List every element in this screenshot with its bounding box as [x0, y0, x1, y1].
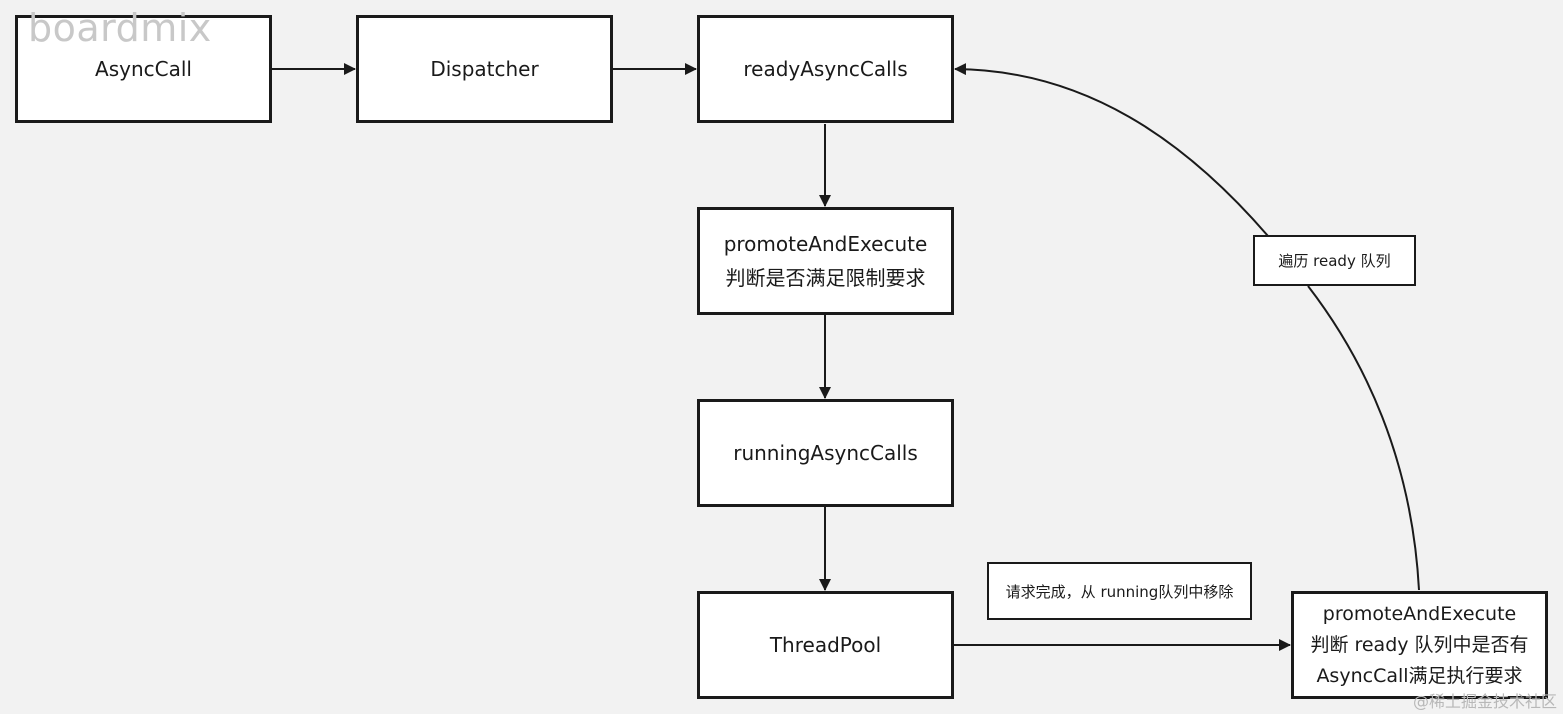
node-ready-async-calls-text: readyAsyncCalls	[743, 57, 908, 81]
node-running-async-calls-text: runningAsyncCalls	[733, 441, 918, 465]
edge-label-traverse-ready-text: 遍历 ready 队列	[1278, 252, 1391, 270]
node-thread-pool-text: ThreadPool	[769, 633, 882, 657]
node-promote-check-line-2: 判断是否满足限制要求	[725, 266, 926, 290]
node-dispatcher-text: Dispatcher	[430, 57, 539, 81]
edge-label-request-done-text: 请求完成，从 running队列中移除	[1005, 582, 1234, 601]
node-promote-ready-line-3: AsyncCall满足执行要求	[1316, 664, 1523, 687]
edge-label-request-done: 请求完成，从 running队列中移除	[987, 562, 1252, 620]
node-promote-check: promoteAndExecute 判断是否满足限制要求	[697, 207, 954, 315]
edge-promote-ready-to-ready-curve-lower	[1307, 285, 1420, 591]
node-async-call: AsyncCall	[15, 15, 272, 123]
watermark-boardmix: boardmix	[28, 6, 212, 50]
edge-label-traverse-ready: 遍历 ready 队列	[1253, 235, 1416, 286]
node-thread-pool: ThreadPool	[697, 591, 954, 699]
watermark-juejin: @稀土掘金技术社区	[1412, 692, 1557, 711]
node-promote-ready-line-1: promoteAndExecute	[1322, 602, 1517, 625]
node-running-async-calls: runningAsyncCalls	[697, 399, 954, 507]
node-ready-async-calls: readyAsyncCalls	[697, 15, 954, 123]
node-promote-check-line-1: promoteAndExecute	[723, 232, 928, 256]
node-promote-ready-line-2: 判断 ready 队列中是否有	[1310, 633, 1529, 656]
node-async-call-text: AsyncCall	[95, 57, 192, 81]
edge-promote-ready-to-ready-curve-upper	[954, 63, 1269, 237]
node-promote-ready: promoteAndExecute 判断 ready 队列中是否有 AsyncC…	[1291, 591, 1548, 699]
node-dispatcher: Dispatcher	[356, 15, 613, 123]
